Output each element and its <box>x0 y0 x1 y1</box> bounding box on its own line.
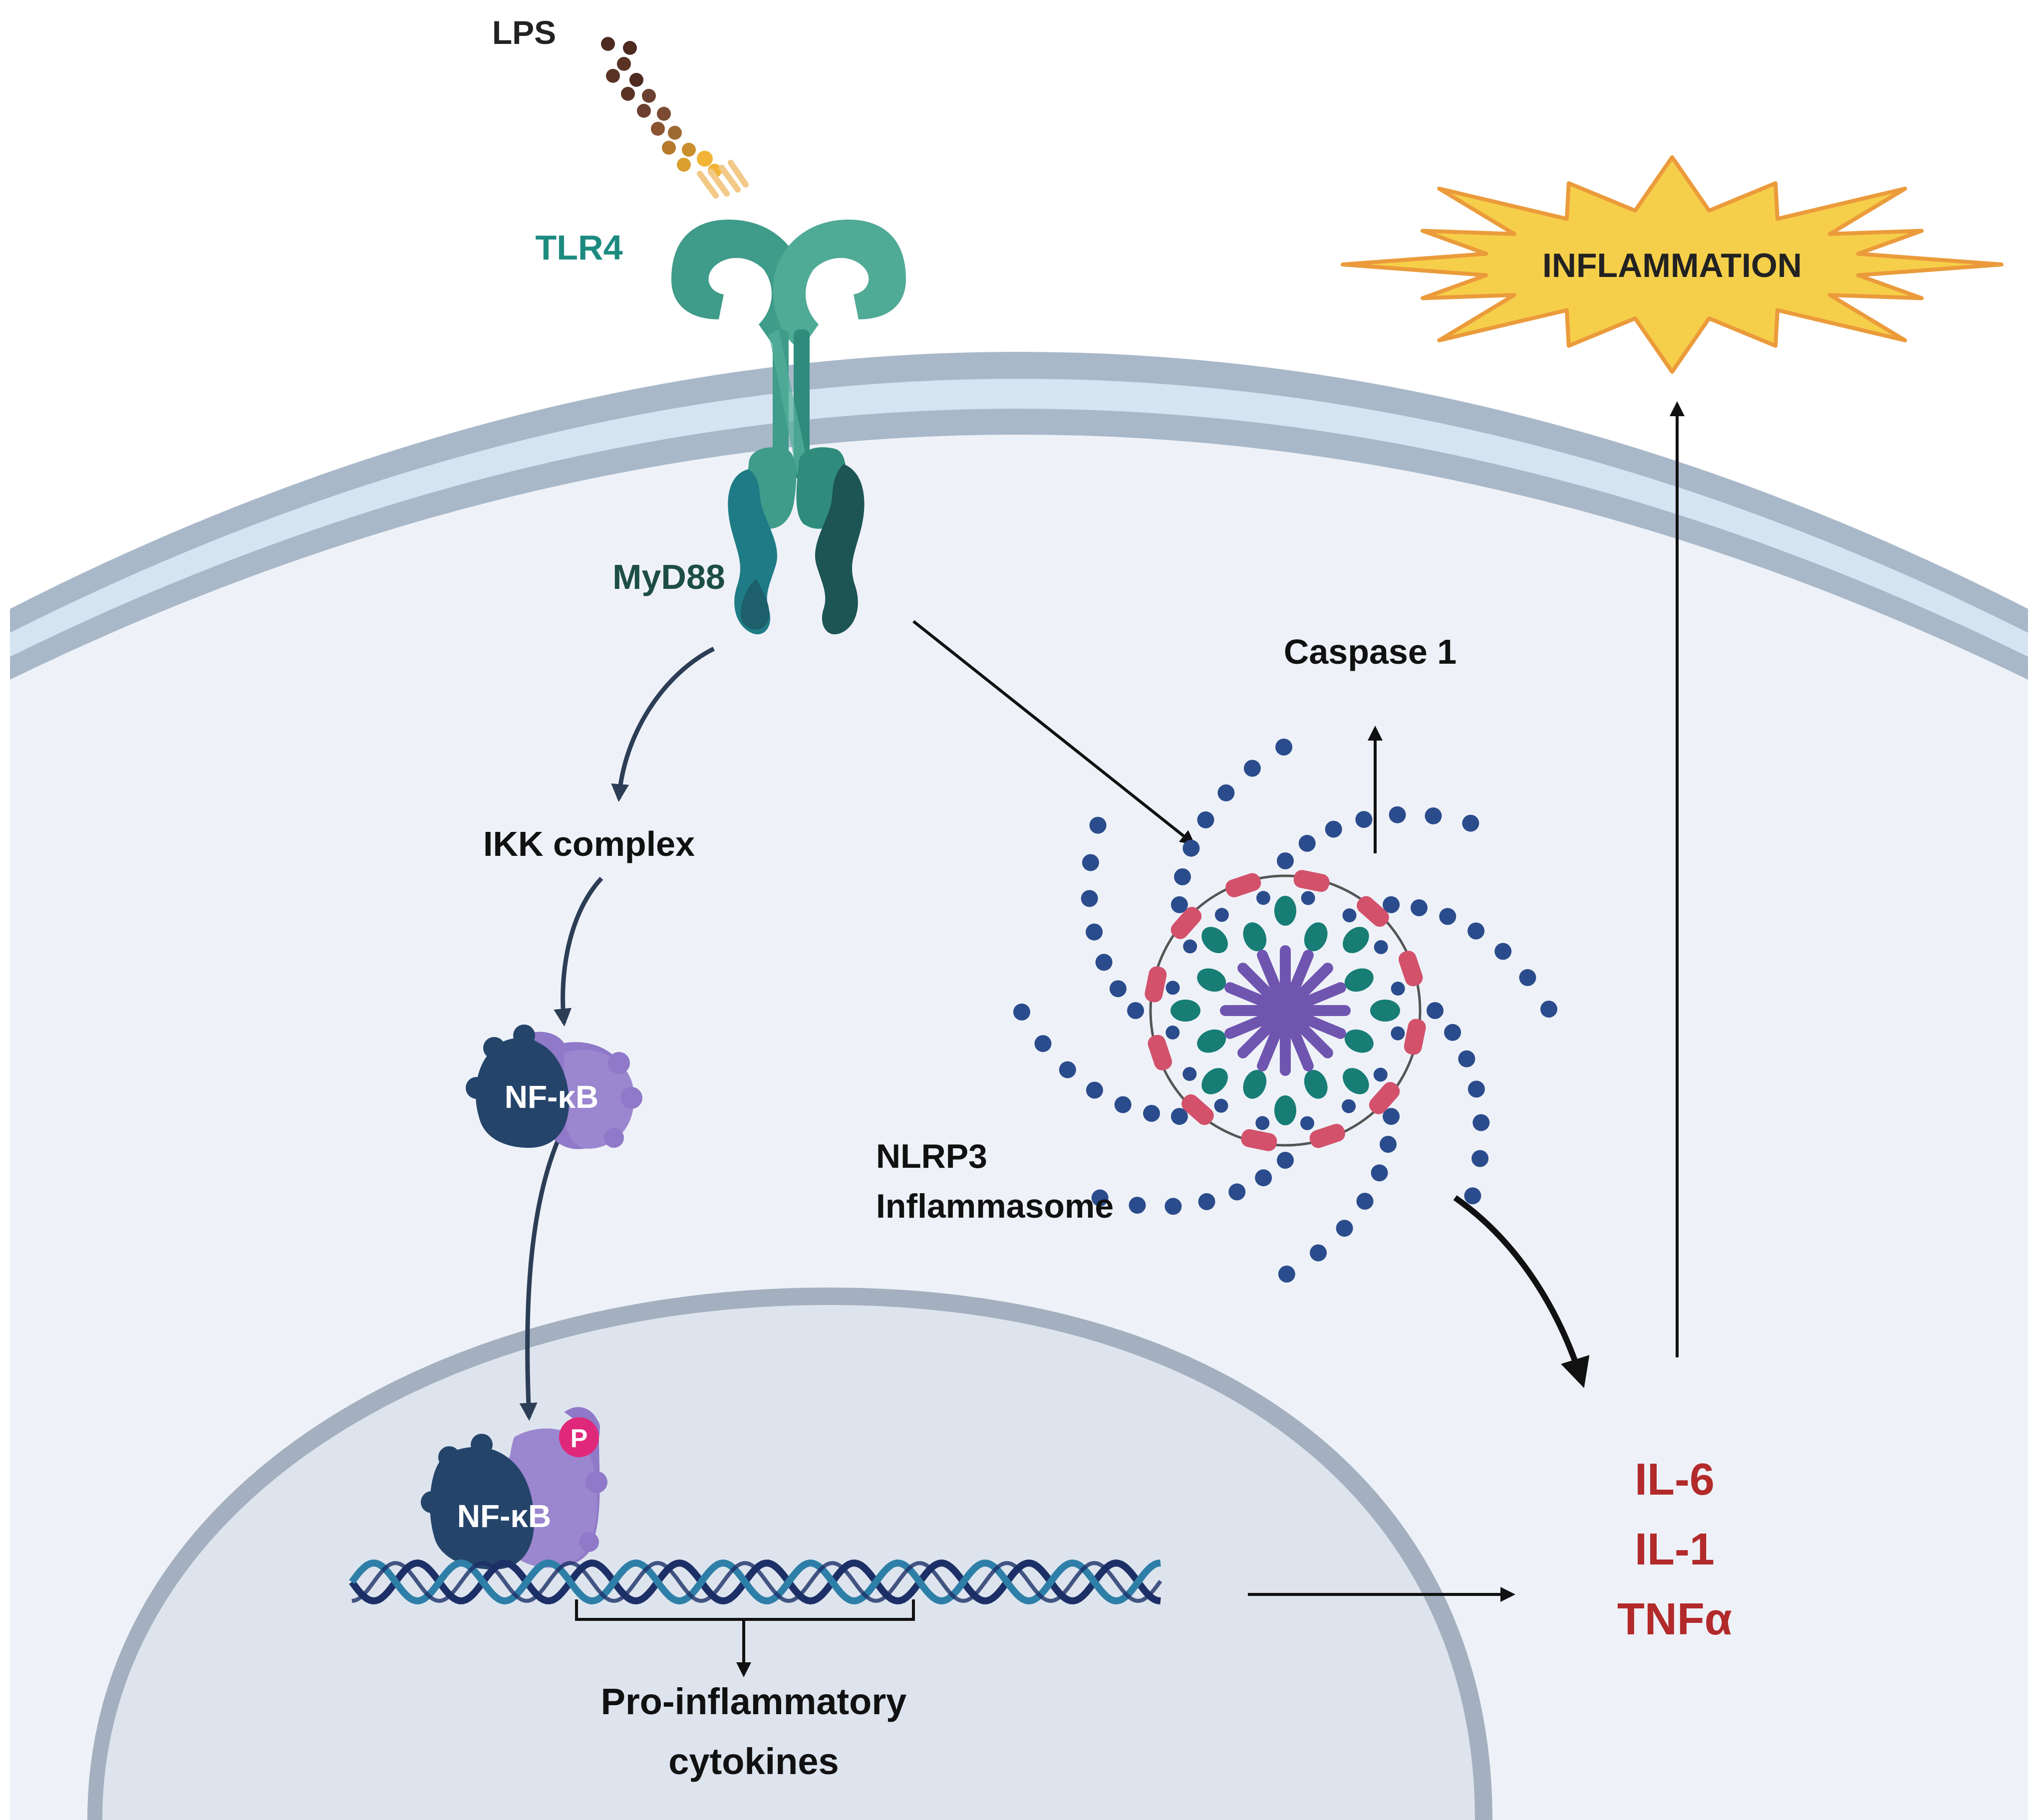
arrow-myd88-to-inflammasome <box>912 620 1195 845</box>
phosphate-group: P <box>559 1417 599 1457</box>
tlr4-receptor <box>671 220 906 529</box>
cytokine-il6-label: IL-6 <box>1635 1455 1715 1505</box>
nfkb-label: NF-κB <box>505 1079 599 1115</box>
tlr4-label: TLR4 <box>536 228 623 267</box>
inflammation-label: INFLAMMATION <box>1542 247 1802 284</box>
nlrp3-inflammasome <box>1013 739 1557 1283</box>
phosphate-label: P <box>571 1424 588 1453</box>
nlrp3-label-line2: Inflammasome <box>876 1187 1114 1225</box>
pro-inflammatory-label-line2: cytokines <box>668 1741 839 1782</box>
arrow-inflammasome-to-cytokines <box>1453 1195 1590 1388</box>
arrow-nfkb-to-nucleus <box>519 1137 562 1421</box>
arrow-myd88-to-ikk <box>611 646 715 802</box>
lps-label: LPS <box>492 14 556 51</box>
lps-molecule <box>601 37 749 199</box>
nfkb-nuclear-label: NF-κB <box>457 1498 552 1534</box>
nucleus <box>87 1288 1492 1820</box>
dna-helix <box>349 1559 1163 1605</box>
myd88-label: MyD88 <box>612 557 725 596</box>
cytokine-tnfa-label: TNFα <box>1617 1594 1732 1644</box>
nlrp3-label-line1: NLRP3 <box>876 1137 987 1175</box>
ikk-complex-label: IKK complex <box>483 824 695 863</box>
myd88-adaptor <box>728 464 865 635</box>
pro-inflammatory-label-line1: Pro-inflammatory <box>601 1681 907 1722</box>
caspase-1-label: Caspase 1 <box>1284 632 1456 671</box>
cytokine-il1-label: IL-1 <box>1635 1525 1715 1574</box>
arrows <box>519 401 1685 1677</box>
nfkb-cytoplasmic <box>466 1025 642 1149</box>
nfkb-nuclear <box>421 1407 607 1569</box>
arrow-ikk-to-nfkb <box>554 876 603 1027</box>
inflammation-burst <box>1341 155 2004 374</box>
